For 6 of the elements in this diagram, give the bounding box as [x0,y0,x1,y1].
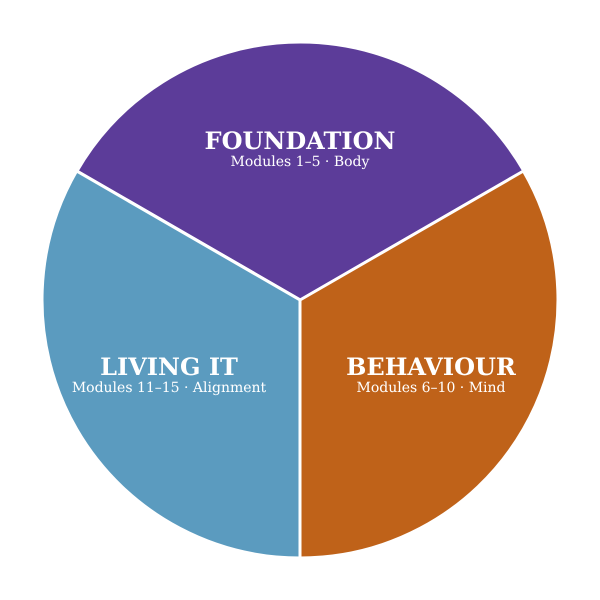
segment-subtitle: Modules 1–5 · Body [230,155,370,170]
segment-title: BEHAVIOUR [346,354,516,380]
segment-subtitle: Modules 6–10 · Mind [356,381,506,396]
segment-title: LIVING IT [100,354,238,380]
segment-subtitle: Modules 11–15 · Alignment [72,381,266,396]
segment-title: FOUNDATION [204,128,396,154]
